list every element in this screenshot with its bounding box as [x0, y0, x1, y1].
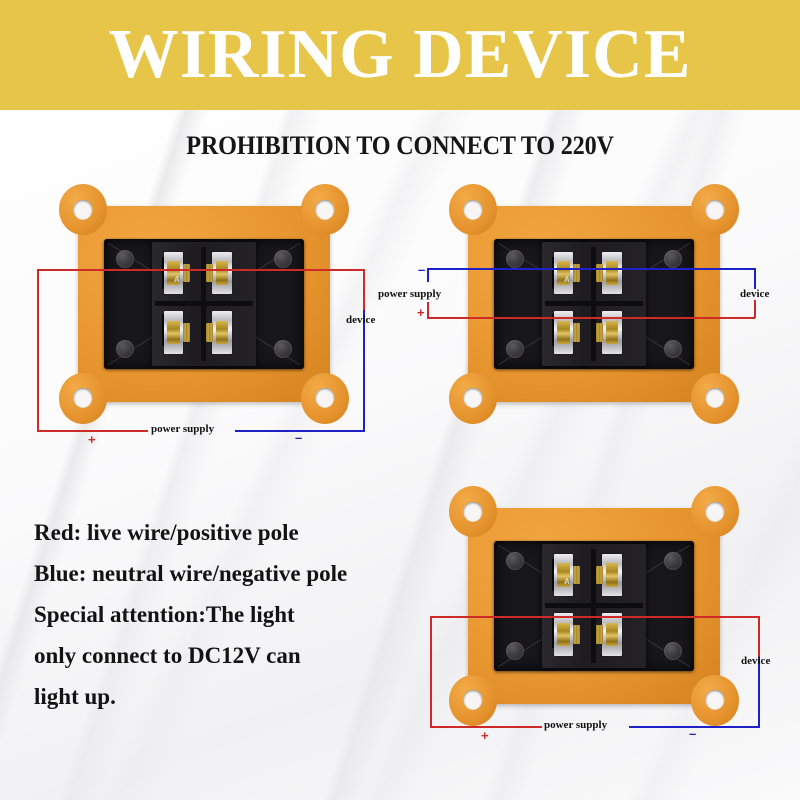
device-3-body: A [494, 541, 694, 671]
terminal-center-post [590, 246, 597, 362]
screw-icon [506, 249, 525, 268]
terminal-marking-a: A [563, 577, 570, 587]
terminal-screw-bottom-right [205, 311, 232, 354]
note-line-4: only connect to DC12V can [34, 643, 301, 668]
screw-icon [116, 249, 135, 268]
device-1-sign-plus: + [88, 432, 96, 447]
note-line-5: light up. [34, 684, 116, 709]
device-3-terminal-block: A [542, 543, 646, 669]
mounting-ear-icon [691, 486, 739, 538]
terminal-screw-top-right [595, 553, 622, 597]
device-1-body: A [104, 239, 304, 369]
mounting-ear-icon [691, 184, 739, 236]
device-2-wire-red-right-vertical [754, 300, 756, 318]
screw-icon [663, 642, 682, 661]
screw-icon [273, 249, 292, 268]
screw-icon [506, 642, 525, 661]
terminal-marking-a: A [563, 275, 570, 285]
screw-icon [663, 340, 682, 359]
device-1-label-device: device [346, 314, 376, 326]
device-3-wire-red-left-vertical [430, 616, 432, 727]
device-2-label-power-supply: power supply [378, 288, 442, 300]
terminal-screw-bottom-right [595, 613, 622, 656]
terminal-marking-a: A [173, 275, 180, 285]
terminal-screw-bottom-left [553, 311, 580, 354]
device-3-sign-plus: + [481, 728, 489, 743]
device-2-wire-blue-right-vertical [754, 268, 756, 289]
note-line-2: Blue: neutral wire/negative pole [34, 561, 348, 586]
device-3-wire-blue-bottom [629, 726, 760, 728]
device-2-sign-minus: – [418, 262, 426, 277]
device-2-body: A [494, 239, 694, 369]
screw-icon [506, 340, 525, 359]
terminal-screw-bottom-right [595, 311, 622, 354]
device-2-wire-red-bottom [427, 317, 755, 319]
mounting-ear-icon [301, 184, 349, 236]
screw-icon [663, 249, 682, 268]
device-3-label-device: device [741, 655, 771, 667]
mounting-ear-icon [691, 372, 739, 424]
page-title: WIRING DEVICE [108, 16, 692, 93]
screw-icon [663, 551, 682, 570]
screw-icon [116, 340, 135, 359]
device-3-wire-red-bottom [430, 726, 542, 728]
device-2-terminal-block: A [542, 241, 646, 367]
note-line-3: Special attention:The light [34, 602, 295, 627]
device-3-wire-red-right-vertical [758, 616, 760, 658]
mounting-ear-icon [449, 674, 497, 726]
terminal-screw-top-right [205, 251, 232, 295]
device-1-sign-minus: – [295, 430, 303, 445]
mounting-ear-icon [449, 372, 497, 424]
device-3: A [449, 486, 739, 726]
terminal-screw-top-left [553, 553, 580, 597]
device-3-wire-red-middle [430, 616, 759, 618]
device-2: A [449, 184, 739, 424]
device-1-label-power-supply: power supply [151, 423, 215, 435]
device-3-wire-blue-right-vertical [758, 657, 760, 727]
screw-icon [506, 551, 525, 570]
device-2-wire-blue-left-stub [427, 268, 429, 282]
mounting-ear-icon [59, 184, 107, 236]
device-1-wire-red-top [37, 269, 364, 271]
notes-block: Red: live wire/positive pole Blue: neutr… [34, 512, 424, 717]
mounting-ear-icon [449, 486, 497, 538]
terminal-screw-top-right [595, 251, 622, 295]
device-2-label-device: device [740, 288, 770, 300]
mounting-ear-icon [691, 674, 739, 726]
mounting-ear-icon [59, 372, 107, 424]
terminal-screw-bottom-left [553, 613, 580, 656]
device-1-terminal-block: A [152, 241, 256, 367]
terminal-screw-top-left [553, 251, 580, 295]
screw-icon [273, 340, 292, 359]
device-1-wire-red-bottom [37, 430, 148, 432]
device-1-wire-blue-bottom [235, 430, 365, 432]
device-3-label-power-supply: power supply [544, 719, 608, 731]
device-3-sign-minus: – [689, 726, 697, 741]
terminal-center-post [590, 548, 597, 664]
terminal-screw-top-left [163, 251, 190, 295]
device-1: A [59, 184, 349, 424]
mounting-ear-icon [301, 372, 349, 424]
terminal-screw-bottom-left [163, 311, 190, 354]
device-1-wire-red-right-vertical [363, 269, 365, 311]
header-banner: WIRING DEVICE [0, 0, 800, 110]
note-line-1: Red: live wire/positive pole [34, 520, 299, 545]
device-2-wire-blue-top [427, 268, 755, 270]
device-1-wire-red-left-vertical [37, 269, 39, 431]
device-2-wire-red-left-stub [427, 302, 429, 318]
device-2-sign-plus: + [417, 305, 425, 320]
mounting-ear-icon [449, 184, 497, 236]
subtitle-warning: PROHIBITION TO CONNECT TO 220V [186, 131, 614, 160]
device-1-wire-blue-right-vertical [363, 310, 365, 431]
terminal-center-post [200, 246, 207, 362]
